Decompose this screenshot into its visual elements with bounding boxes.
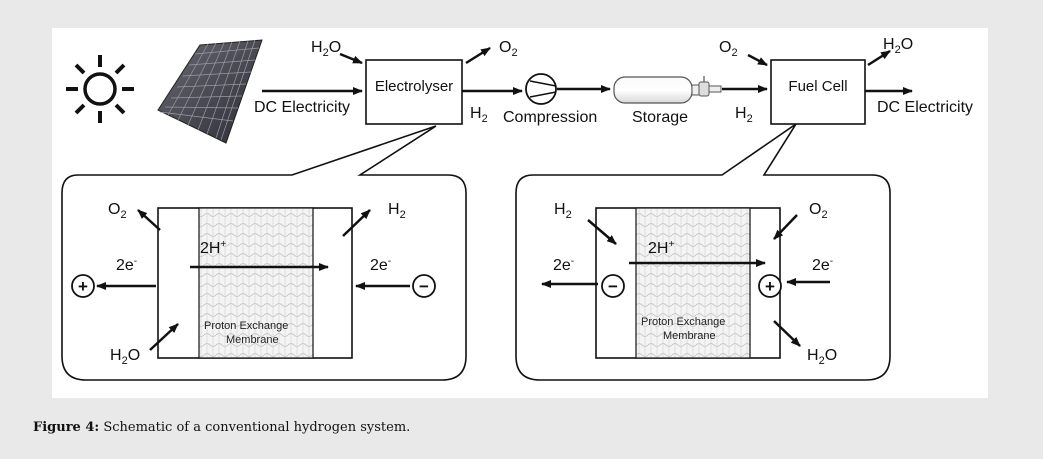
electrolyser-membrane — [198, 207, 314, 359]
plus-terminal-icon — [758, 274, 782, 298]
solar-panel-icon — [157, 39, 263, 144]
figure-caption: Figure 4: Schematic of a conventional hy… — [33, 420, 410, 435]
caption-label: Figure 4: — [33, 420, 100, 435]
fuel-cell-membrane-line1: Proton Exchange — [641, 316, 725, 328]
h2o-out-arrow — [867, 49, 891, 67]
fuel-cell-o2-label: O2 — [809, 201, 828, 221]
electrolyser-o2-label: O2 — [108, 201, 127, 221]
fuel-cell-h2-label: H2 — [554, 201, 572, 221]
electrolyser-label: Electrolyser — [375, 78, 453, 95]
h2o-out-label: H2O — [883, 36, 913, 56]
electrolyser-membrane-line2: Membrane — [226, 334, 279, 346]
dc-in-label: DC Electricity — [254, 99, 350, 116]
h2o-in-arrow — [339, 52, 363, 65]
storage-cylinder-icon — [613, 76, 722, 104]
fuel-cell-e-left-label: 2e- — [553, 256, 574, 274]
electrolyser-membrane-line1: Proton Exchange — [204, 320, 288, 332]
fuel-cell-membrane-line2: Membrane — [663, 330, 716, 342]
h2-in-label: H2 — [735, 105, 753, 125]
sun-icon — [66, 55, 134, 123]
electrolyser-h2o-label: H2O — [110, 347, 140, 367]
plus-symbol: + — [765, 277, 775, 296]
o2-out-arrow — [465, 46, 491, 65]
h2o-in-label: H2O — [311, 39, 341, 59]
electrolyser-e-right-label: 2e- — [370, 256, 391, 274]
minus-symbol: − — [608, 277, 618, 296]
electrolyser-h2-label: H2 — [388, 201, 406, 221]
minus-terminal-icon — [412, 274, 436, 298]
electrolyser-ion-label: 2H+ — [200, 239, 226, 257]
minus-terminal-icon — [601, 274, 625, 298]
electrolyser-o2-arrow — [137, 209, 161, 231]
fuel-cell-o2-arrow — [773, 214, 798, 240]
plus-symbol: + — [78, 277, 88, 296]
o2-in-arrow — [747, 53, 768, 67]
caption-text: Schematic of a conventional hydrogen sys… — [99, 420, 411, 435]
fuel-cell-h2o-label: H2O — [807, 347, 837, 367]
electrolyser-e-left-label: 2e- — [116, 256, 137, 274]
fuel-cell-membrane — [635, 207, 751, 359]
fuel-cell-e-right-label: 2e- — [812, 256, 833, 274]
electrolyser-h2o-arrow — [149, 323, 179, 351]
o2-out-label: O2 — [499, 39, 518, 59]
fuel-cell-ion-label: 2H+ — [648, 239, 674, 257]
fuel-cell-h2o-arrow — [773, 320, 801, 347]
storage-label: Storage — [632, 109, 688, 126]
fuel-cell-label: Fuel Cell — [788, 78, 847, 95]
o2-in-label: O2 — [719, 39, 738, 59]
compression-label: Compression — [503, 109, 597, 126]
dc-out-label: DC Electricity — [877, 99, 973, 116]
plus-terminal-icon — [71, 274, 95, 298]
minus-symbol: − — [419, 277, 429, 296]
compressor-icon — [525, 73, 557, 105]
electrolyser-h2-arrow — [342, 209, 371, 237]
h2-mid-label: H2 — [470, 105, 488, 125]
fuel-cell-h2-arrow — [587, 219, 617, 245]
